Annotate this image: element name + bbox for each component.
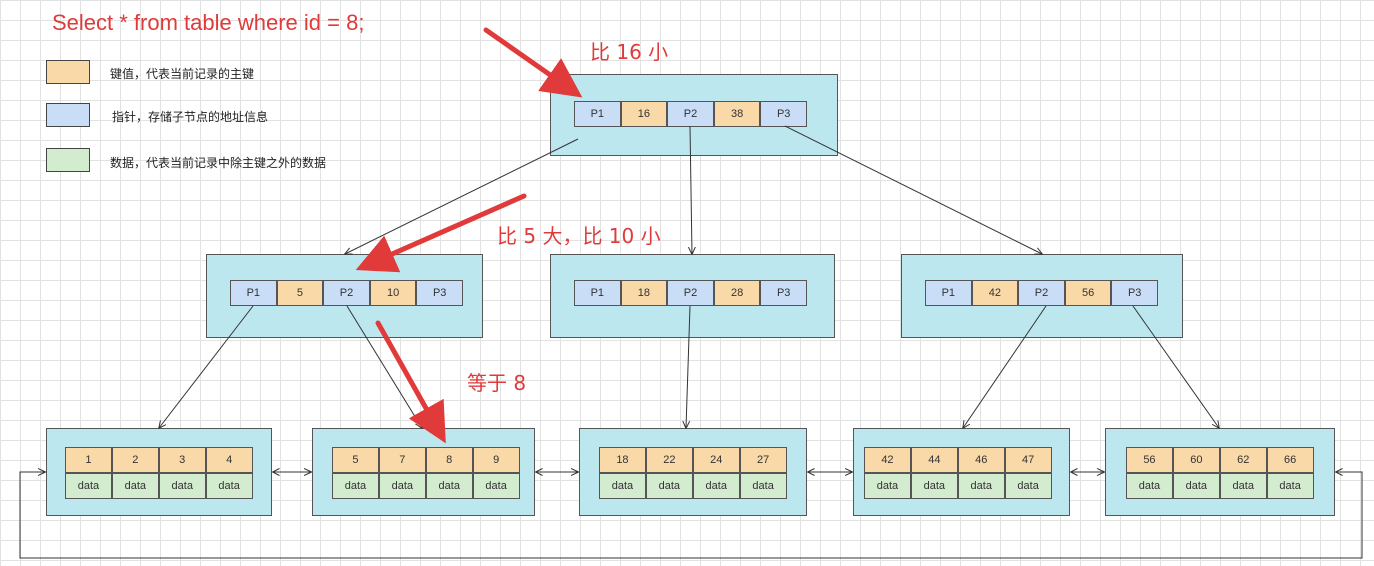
annotation-less-than-16: 比 16 小 — [590, 40, 669, 64]
internal-1-key-cell: 5 — [276, 280, 324, 306]
edge-int1-p1 — [159, 305, 254, 428]
legend-data-label: 数据，代表当前记录中除主键之外的数据 — [110, 156, 327, 170]
internal-3-key-cell: 56 — [1064, 280, 1112, 306]
root-pointer-cell: P1 — [574, 101, 621, 127]
root-key-cell: 38 — [713, 101, 761, 127]
edge-root-p1 — [345, 138, 579, 254]
internal-1-pointer-cell: P3 — [416, 280, 463, 306]
internal-3-pointer-cell: P2 — [1018, 280, 1065, 306]
leaf-5-data-cell: data — [1126, 473, 1173, 499]
edge-root-p2 — [690, 125, 692, 254]
internal-2-key-cell: 28 — [713, 280, 761, 306]
edge-int3-p3 — [1132, 305, 1219, 428]
search-arrow-root — [483, 27, 583, 98]
leaf-3-data-cell: data — [739, 473, 787, 499]
leaf-4-data-cell: data — [957, 473, 1005, 499]
edge-int2-p2 — [686, 305, 691, 428]
internal-2-pointer-cell: P2 — [667, 280, 714, 306]
internal-1-key-cell: 10 — [369, 280, 417, 306]
leaf-1-data-cell: data — [205, 473, 253, 499]
root-key-cell: 16 — [620, 101, 668, 127]
leaf-4-data-cell: data — [1004, 473, 1052, 499]
annotation-equals-8: 等于 8 — [467, 371, 527, 395]
search-arrow-internal — [355, 193, 527, 273]
leaf-link-wraparound — [19, 472, 1363, 559]
leaf-5-data-cell: data — [1266, 473, 1314, 499]
internal-1-pointer-cell: P2 — [323, 280, 370, 306]
legend-pointer-label: 指针，存储子节点的地址信息 — [112, 110, 269, 124]
leaf-5-data-cell: data — [1172, 473, 1220, 499]
leaf-1-data-cell: data — [158, 473, 206, 499]
leaf-3-data-cell: data — [645, 473, 693, 499]
annotation-between-5-and-10: 比 5 大，比 10 小 — [497, 224, 661, 248]
internal-1-pointer-cell: P1 — [230, 280, 277, 306]
internal-2-key-cell: 18 — [620, 280, 668, 306]
root-pointer-cell: P3 — [760, 101, 807, 127]
leaf-3-data-cell: data — [692, 473, 740, 499]
internal-3-pointer-cell: P3 — [1111, 280, 1158, 306]
internal-2-pointer-cell: P3 — [760, 280, 807, 306]
internal-2-pointer-cell: P1 — [574, 280, 621, 306]
internal-3-key-cell: 42 — [971, 280, 1019, 306]
legend-key-label: 键值，代表当前记录的主键 — [110, 67, 255, 81]
query-title: Select * from table where id = 8; — [52, 10, 365, 35]
root-pointer-cell: P2 — [667, 101, 714, 127]
edge-int1-p2 — [346, 305, 422, 428]
leaf-1-data-cell: data — [111, 473, 159, 499]
legend-data-swatch — [46, 148, 90, 172]
search-arrow-leaf — [375, 320, 446, 444]
edge-int3-p2 — [963, 305, 1047, 428]
leaf-4-data-cell: data — [864, 473, 911, 499]
edge-root-p3 — [784, 125, 1042, 254]
leaf-4-data-cell: data — [910, 473, 958, 499]
internal-3-pointer-cell: P1 — [925, 280, 972, 306]
legend-key-swatch — [46, 60, 90, 84]
legend-pointer-swatch — [46, 103, 90, 127]
leaf-2-data-cell: data — [378, 473, 426, 499]
